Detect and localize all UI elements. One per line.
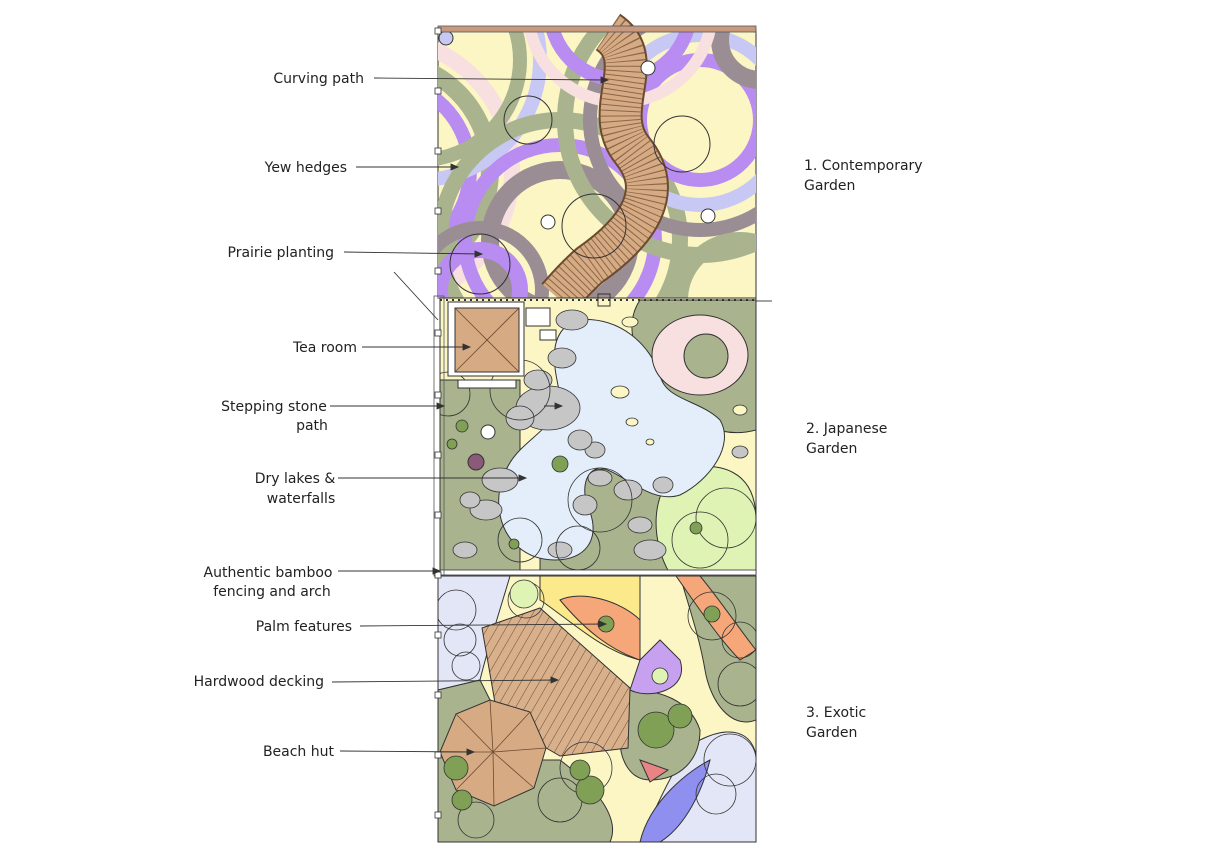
label-palm-features: Palm features	[256, 619, 352, 635]
label-beach-hut: Beach hut	[263, 744, 335, 760]
label-stepping-stone-path-line2: path	[296, 418, 328, 434]
callout-arrows	[330, 76, 772, 756]
curving-path-boardwalk	[541, 13, 669, 313]
label-bamboo-fencing-line1: Authentic bamboo	[204, 565, 333, 581]
tea-room-building	[447, 301, 525, 389]
label-stepping-stone-path-line1: Stepping stone	[221, 399, 327, 415]
exotic-garden-section	[437, 575, 757, 843]
beach-hut-building	[439, 699, 547, 807]
zone-contemporary-line1: 1. Contemporary	[804, 158, 923, 174]
zone-exotic-line1: 3. Exotic	[806, 705, 866, 721]
label-prairie-planting: Prairie planting	[228, 245, 335, 261]
label-dry-lakes-line2: waterfalls	[267, 491, 335, 507]
label-yew-hedges: Yew hedges	[264, 160, 347, 176]
label-dry-lakes-line1: Dry lakes &	[255, 471, 336, 487]
label-curving-path: Curving path	[273, 71, 364, 87]
zone-contemporary-line2: Garden	[804, 178, 855, 194]
label-tea-room: Tea room	[292, 340, 357, 356]
zone-labels: 1. Contemporary Garden 2. Japanese Garde…	[804, 158, 923, 741]
zone-japanese-line1: 2. Japanese	[806, 421, 887, 437]
label-hardwood-decking: Hardwood decking	[194, 674, 324, 690]
label-bamboo-fencing-line2: fencing and arch	[213, 584, 331, 600]
japanese-garden-section	[433, 293, 757, 577]
callout-labels: Curving path Yew hedges Prairie planting…	[194, 71, 364, 760]
zone-japanese-line2: Garden	[806, 441, 857, 457]
zone-exotic-line2: Garden	[806, 725, 857, 741]
contemporary-garden-section	[437, 13, 757, 313]
